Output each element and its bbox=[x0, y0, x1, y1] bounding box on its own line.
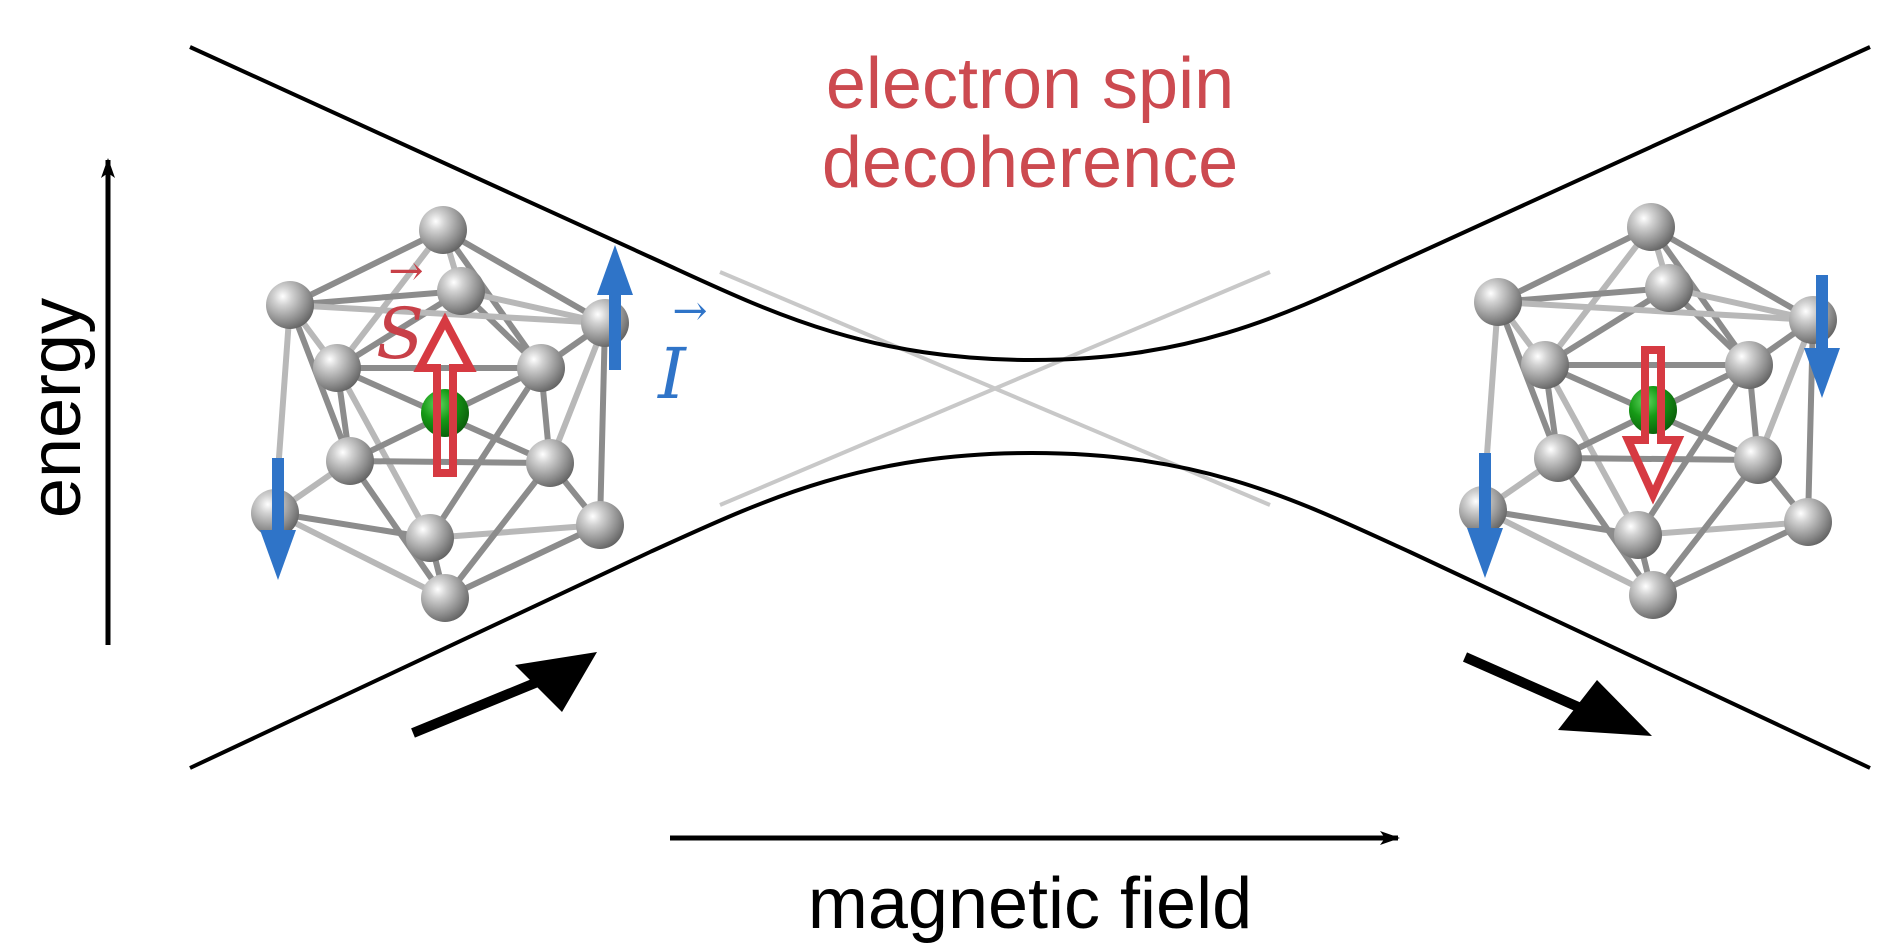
cluster-bond bbox=[1635, 362, 1752, 538]
electron-spin-arrow bbox=[413, 312, 477, 477]
cluster-atom bbox=[1534, 434, 1582, 482]
cluster-atom bbox=[326, 437, 374, 485]
cluster-bond bbox=[287, 302, 608, 326]
nuclear-spin-arrow bbox=[260, 458, 296, 580]
cluster-bonds bbox=[1480, 224, 1816, 598]
nuclear-spin-arrow bbox=[597, 245, 633, 370]
cluster-atom bbox=[419, 206, 467, 254]
cluster-atom bbox=[1784, 498, 1832, 546]
nuclear-spin-shaft bbox=[609, 290, 621, 370]
nuclear-spin-head bbox=[1467, 528, 1503, 578]
cluster-bond bbox=[347, 458, 448, 601]
cluster-atom bbox=[313, 344, 361, 392]
cluster-bond bbox=[1635, 519, 1811, 538]
title-line-2: decoherence bbox=[822, 123, 1238, 203]
energy-levels bbox=[189, 45, 1871, 770]
cluster-atoms bbox=[1459, 203, 1837, 619]
cluster-bond bbox=[442, 460, 553, 601]
cluster-bond bbox=[1480, 507, 1656, 598]
cluster-bond bbox=[458, 288, 608, 326]
cluster-atom bbox=[526, 439, 574, 487]
cluster-atom bbox=[266, 281, 314, 329]
cluster-bond bbox=[547, 320, 608, 466]
nuclear-spin-head bbox=[1804, 348, 1840, 398]
cluster-bond bbox=[1650, 457, 1761, 598]
nuclear-spin-shaft bbox=[1816, 275, 1828, 353]
nuclear-spin-vector-arrow: → bbox=[672, 286, 707, 335]
nuclear-spin-arrow bbox=[1804, 275, 1840, 398]
electron-spin-arrow bbox=[1621, 346, 1685, 505]
cluster-bond bbox=[1495, 285, 1672, 305]
energy-axis: energy bbox=[16, 158, 115, 645]
nuclear-spin-shaft bbox=[272, 458, 284, 535]
central-atom bbox=[421, 389, 469, 437]
cluster-atom bbox=[1474, 278, 1522, 326]
cluster-atom bbox=[406, 514, 454, 562]
energy-axis-label: energy bbox=[16, 298, 96, 518]
cluster-bond bbox=[272, 510, 448, 601]
cluster-atom bbox=[1627, 203, 1675, 251]
electron-spin-vector-arrow: → bbox=[388, 246, 423, 295]
cluster-bond bbox=[272, 510, 433, 541]
cluster-bond bbox=[334, 365, 433, 541]
cluster-atom bbox=[1734, 436, 1782, 484]
field-axis-label: magnetic field bbox=[808, 864, 1252, 944]
cluster-bond bbox=[1555, 455, 1761, 463]
cluster-atom bbox=[1725, 341, 1773, 389]
cluster-bond bbox=[334, 288, 464, 371]
cluster-bond bbox=[427, 522, 603, 541]
cluster-atom bbox=[517, 344, 565, 392]
cluster-atom bbox=[576, 501, 624, 549]
nuclear-spin-head bbox=[260, 530, 296, 580]
nuclear-spin-label: → I bbox=[656, 286, 707, 415]
title-line-1: electron spin bbox=[826, 44, 1234, 124]
cluster-bond bbox=[442, 522, 603, 601]
cluster-atom bbox=[1789, 296, 1837, 344]
upper-energy-level bbox=[189, 45, 1871, 363]
cluster-bond bbox=[440, 227, 608, 326]
cluster-molecule-left bbox=[251, 206, 633, 622]
central-atom bbox=[1629, 386, 1677, 434]
diabatic-line-up bbox=[719, 270, 1271, 507]
cluster-bond bbox=[287, 227, 446, 308]
sweep-arrowhead-left bbox=[515, 652, 597, 712]
cluster-atom bbox=[1521, 341, 1569, 389]
cluster-atom bbox=[581, 299, 629, 347]
cluster-atom bbox=[437, 267, 485, 315]
nuclear-spin-shaft bbox=[1479, 453, 1491, 533]
cluster-bond bbox=[287, 288, 464, 308]
cluster-bond bbox=[1648, 224, 1816, 323]
sweep-arrowhead-right bbox=[1558, 680, 1652, 736]
cluster-bond bbox=[1542, 362, 1641, 538]
electron-spin-symbol: S bbox=[376, 293, 424, 375]
cluster-bond bbox=[1555, 455, 1656, 598]
sweep-arrow-right bbox=[1462, 652, 1652, 736]
cluster-bond bbox=[1666, 285, 1816, 323]
nuclear-spin-head bbox=[597, 245, 633, 295]
cluster-atom bbox=[1614, 511, 1662, 559]
lower-energy-level bbox=[189, 450, 1871, 770]
cluster-molecule-right bbox=[1459, 203, 1840, 619]
field-axis: magnetic field bbox=[670, 831, 1400, 944]
nuclear-spin-arrow bbox=[1467, 453, 1503, 578]
cluster-bond bbox=[1542, 285, 1672, 368]
cluster-bond bbox=[597, 320, 608, 528]
electron-spin-label: → S bbox=[376, 246, 424, 375]
cluster-bond bbox=[1480, 507, 1641, 538]
cluster-bond bbox=[427, 365, 544, 541]
cluster-bond bbox=[1755, 317, 1816, 463]
cluster-bond bbox=[1495, 299, 1816, 323]
cluster-atom bbox=[1629, 571, 1677, 619]
nuclear-spin-symbol: I bbox=[656, 333, 687, 415]
cluster-bond bbox=[1650, 519, 1811, 598]
cluster-atom bbox=[1645, 264, 1693, 312]
cluster-atom bbox=[421, 574, 469, 622]
cluster-bond bbox=[1495, 224, 1654, 305]
sweep-arrow-left bbox=[411, 652, 597, 738]
